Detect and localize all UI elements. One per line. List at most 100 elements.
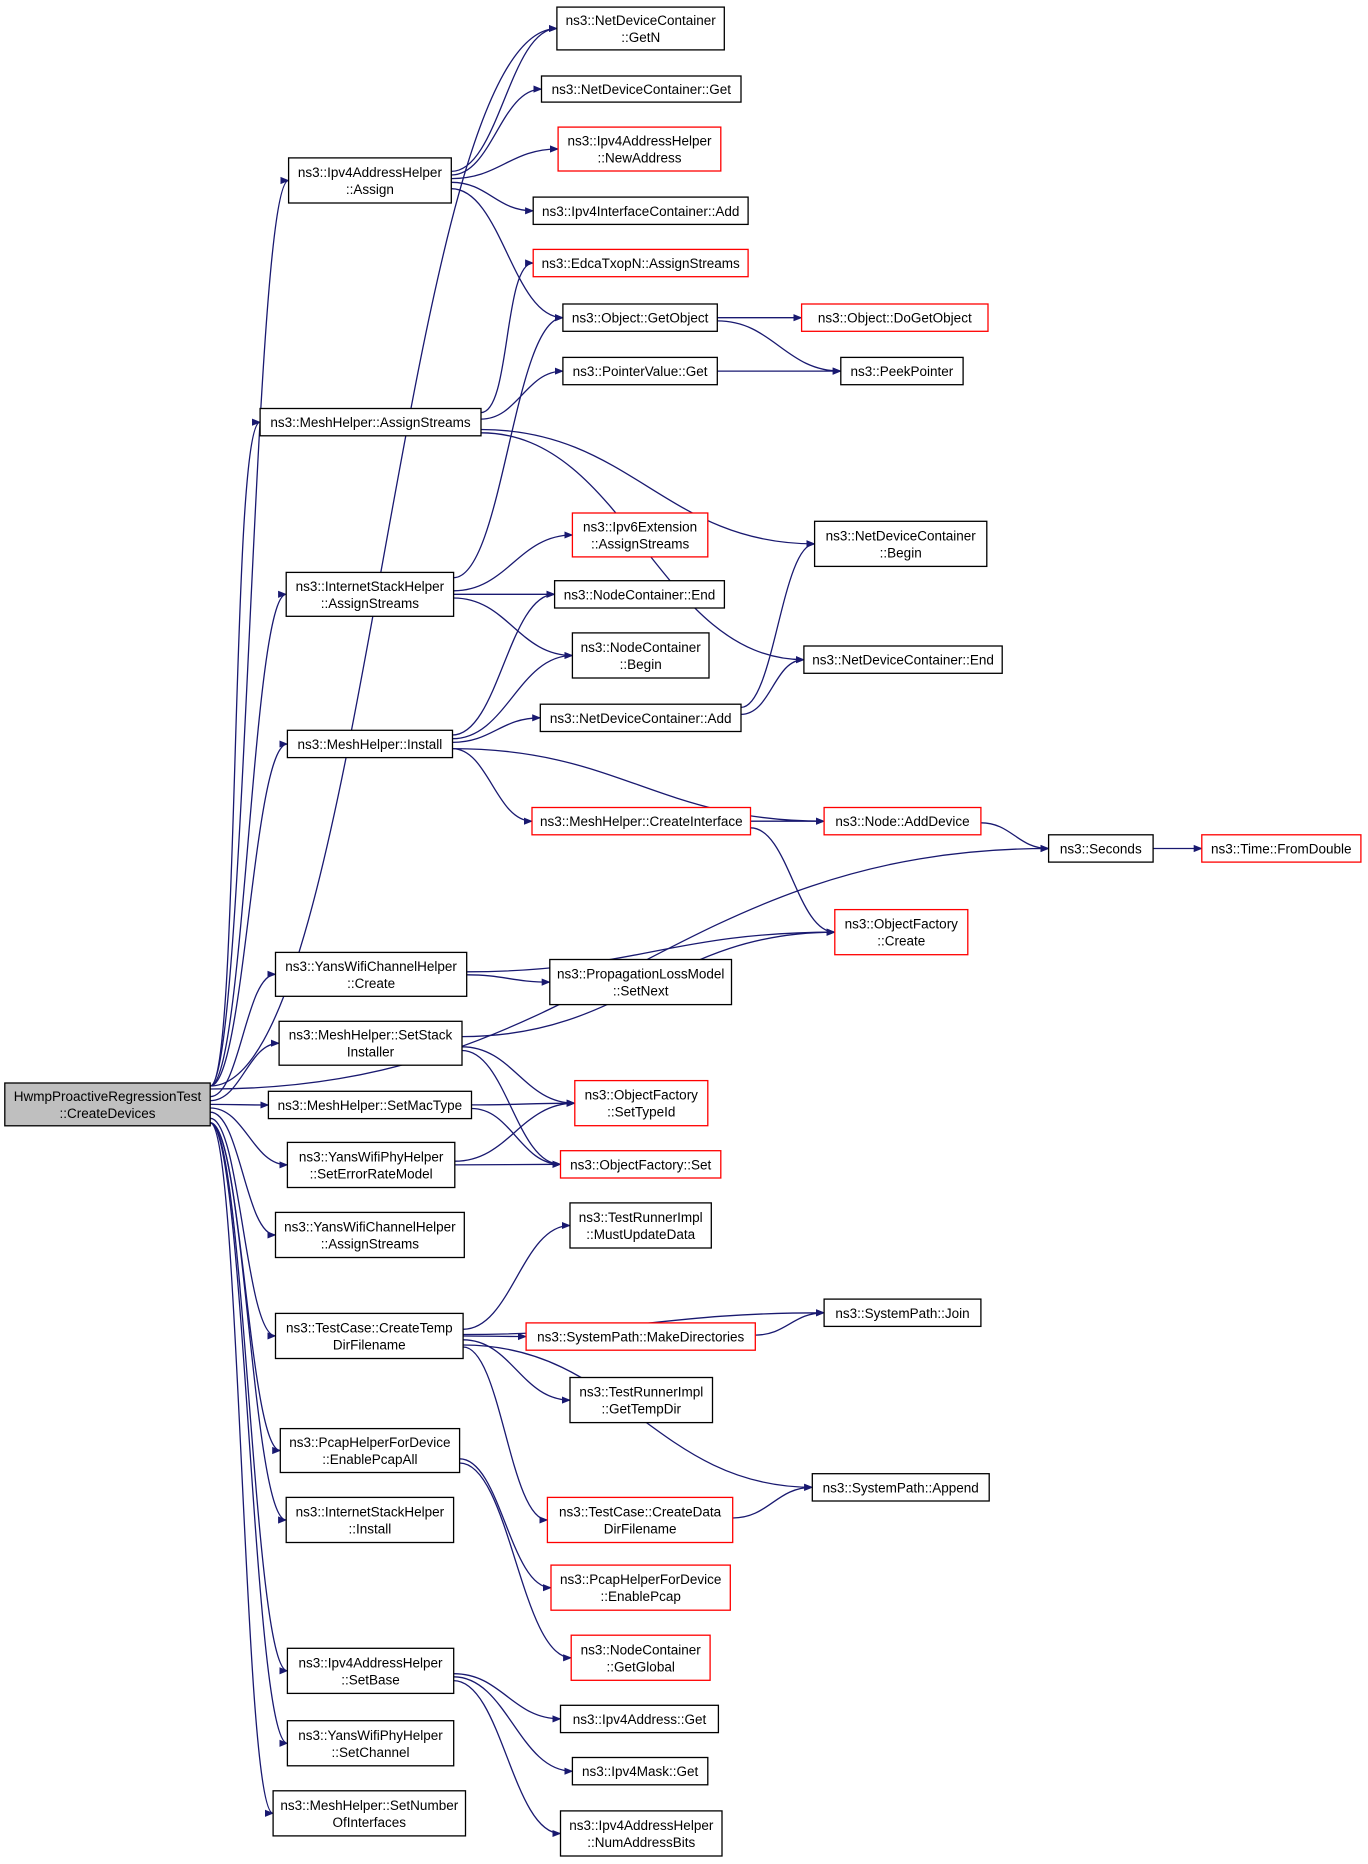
node-pv-get[interactable]: ns3::PointerValue::Get [562, 356, 718, 386]
edge-root-to-mh_setnumif [209, 1122, 274, 1817]
node-label-line: ns3::Object::GetObject [572, 311, 709, 326]
node-ywph-seterm[interactable]: ns3::YansWifiPhyHelper::SetErrorRateMode… [286, 1141, 456, 1189]
node-tri-gettempdir[interactable]: ns3::TestRunnerImpl::GetTempDir [569, 1376, 714, 1424]
edge-ipv4ah_setbase-to-ipv4ah_numbits [453, 1679, 562, 1838]
node-root[interactable]: HwmpProactiveRegressionTest::CreateDevic… [4, 1082, 211, 1127]
node-ipv6ext[interactable]: ns3::Ipv6Extension::AssignStreams [571, 512, 709, 558]
edge-layer [209, 24, 1203, 1838]
node-label-line: ns3::YansWifiChannelHelper [284, 1220, 456, 1235]
node-ish-assignstreams[interactable]: ns3::InternetStackHelper::AssignStreams [285, 571, 455, 617]
node-label-line: ns3::YansWifiPhyHelper [298, 1728, 443, 1743]
edge-root-to-ywph_setchannel [209, 1122, 289, 1747]
node-label-line: ::AssignStreams [321, 596, 420, 611]
node-edca[interactable]: ns3::EdcaTxopN::AssignStreams [532, 248, 749, 278]
node-ipv4ah-assign[interactable]: ns3::Ipv4AddressHelper::Assign [287, 157, 452, 204]
node-sp-makedirs[interactable]: ns3::SystemPath::MakeDirectories [525, 1322, 756, 1351]
node-ndc-end[interactable]: ns3::NetDeviceContainer::End [803, 645, 1003, 674]
node-box [571, 1756, 709, 1786]
node-node-adddevice[interactable]: ns3::Node::AddDevice [823, 806, 982, 836]
node-ywch-create[interactable]: ns3::YansWifiChannelHelper::Create [274, 951, 468, 997]
node-label-line: ns3::MeshHelper::SetNumber [280, 1798, 458, 1813]
node-label-line: ns3::TestRunnerImpl [579, 1210, 703, 1225]
node-mh-createif[interactable]: ns3::MeshHelper::CreateInterface [531, 806, 752, 836]
node-box [267, 1090, 473, 1120]
node-ndc-begin[interactable]: ns3::NetDeviceContainer::Begin [813, 520, 988, 568]
node-box [803, 645, 1003, 674]
node-nc-end[interactable]: ns3::NodeContainer::End [553, 580, 726, 609]
node-ndc-get[interactable]: ns3::NetDeviceContainer::Get [540, 75, 742, 103]
node-obj-dogetobj[interactable]: ns3::Object::DoGetObject [800, 303, 989, 332]
node-ipv4mask-get[interactable]: ns3::Ipv4Mask::Get [571, 1756, 709, 1786]
node-of-set[interactable]: ns3::ObjectFactory::Set [559, 1150, 722, 1179]
node-label-line: ns3::NodeContainer::End [564, 587, 716, 602]
node-plm-setnext[interactable]: ns3::PropagationLossModel::SetNext [549, 958, 733, 1006]
node-ndc-add[interactable]: ns3::NetDeviceContainer::Add [539, 703, 742, 733]
node-of-create[interactable]: ns3::ObjectFactory::Create [834, 908, 969, 956]
node-nc-begin[interactable]: ns3::NodeContainer::Begin [571, 632, 710, 679]
edge-tc_createtemp-to-tri_mustupdate [463, 1221, 571, 1330]
node-box [274, 1312, 464, 1360]
node-mh-assignstreams[interactable]: ns3::MeshHelper::AssignStreams [259, 407, 482, 437]
node-obj-getobj[interactable]: ns3::Object::GetObject [562, 303, 718, 332]
node-label-line: ::MustUpdateData [586, 1227, 695, 1242]
node-layer: HwmpProactiveRegressionTest::CreateDevic… [4, 6, 1362, 1857]
edge-root-to-ndc_getn [210, 24, 558, 1087]
node-box [813, 520, 988, 568]
node-label-line: ns3::TestCase::CreateTemp [286, 1320, 453, 1335]
node-box [286, 729, 454, 759]
node-ipv4addr-get[interactable]: ns3::Ipv4Address::Get [559, 1704, 720, 1734]
edge-ywch_create-to-of_create [466, 928, 836, 973]
node-ndc-getn[interactable]: ns3::NetDeviceContainer::GetN [556, 6, 725, 51]
node-ipv4ah-numbits[interactable]: ns3::Ipv4AddressHelper::NumAddressBits [559, 1810, 723, 1857]
node-time-fromdouble[interactable]: ns3::Time::FromDouble [1201, 834, 1362, 863]
node-label-line: ns3::ObjectFactory::Set [570, 1157, 711, 1172]
node-ish-install[interactable]: ns3::InternetStackHelper::Install [285, 1496, 455, 1544]
node-sp-append[interactable]: ns3::SystemPath::Append [811, 1473, 990, 1502]
node-label-line: ::GetGlobal [607, 1659, 675, 1674]
node-box [285, 571, 455, 617]
node-box [532, 196, 749, 226]
node-box [1201, 834, 1362, 863]
edge-root-to-ywph_seterm [210, 1107, 289, 1169]
node-tri-mustupdate[interactable]: ns3::TestRunnerImpl::MustUpdateData [569, 1202, 712, 1249]
node-label-line: ::EnablePcap [601, 1589, 681, 1604]
node-label-line: ns3::ObjectFactory [845, 917, 959, 932]
edge-root-to-ipv4ah_assign [209, 177, 290, 1087]
node-box [823, 1298, 982, 1328]
node-sp-join[interactable]: ns3::SystemPath::Join [823, 1298, 982, 1328]
node-label-line: ns3::NetDeviceContainer [826, 528, 977, 543]
node-label-line: ns3::SystemPath::Join [835, 1306, 969, 1321]
node-box [272, 1790, 467, 1837]
node-peekpointer[interactable]: ns3::PeekPointer [840, 356, 964, 386]
node-seconds[interactable]: ns3::Seconds [1047, 834, 1154, 863]
edge-node_adddevice-to-seconds [980, 822, 1050, 853]
node-box [531, 806, 752, 836]
node-ipv4ah-newaddr[interactable]: ns3::Ipv4AddressHelper::NewAddress [557, 126, 722, 172]
edge-ipv4ah_assign-to-ndc_get [451, 85, 543, 176]
edge-root-to-tc_createtemp [210, 1117, 277, 1340]
edge-root-to-ish_assignstreams [209, 590, 288, 1087]
node-mh-install[interactable]: ns3::MeshHelper::Install [286, 729, 454, 759]
node-label-line: ns3::PcapHelperForDevice [289, 1435, 450, 1450]
node-ywch-assignstreams[interactable]: ns3::YansWifiChannelHelper::AssignStream… [274, 1211, 465, 1259]
edge-ipv4ah_setbase-to-ipv4addr_get [453, 1673, 562, 1723]
node-phfd-enable[interactable]: ns3::PcapHelperForDevice::EnablePcap [550, 1564, 731, 1611]
node-of-settypeid[interactable]: ns3::ObjectFactory::SetTypeId [574, 1079, 709, 1127]
node-ipv4ah-setbase[interactable]: ns3::Ipv4AddressHelper::SetBase [286, 1647, 455, 1695]
node-box [559, 1810, 723, 1857]
edge-root-to-ywch_assignstreams [210, 1111, 277, 1239]
node-ywph-setchannel[interactable]: ns3::YansWifiPhyHelper::SetChannel [286, 1720, 455, 1767]
node-nc-getglobal[interactable]: ns3::NodeContainer::GetGlobal [570, 1634, 711, 1681]
node-ipv4ic-add[interactable]: ns3::Ipv4InterfaceContainer::Add [532, 196, 749, 226]
node-mh-setmactype[interactable]: ns3::MeshHelper::SetMacType [267, 1090, 473, 1120]
node-label-line: ns3::ObjectFactory [585, 1088, 699, 1103]
node-label-line: DirFilename [604, 1522, 677, 1537]
node-phfd-enableall[interactable]: ns3::PcapHelperForDevice::EnablePcapAll [279, 1427, 461, 1474]
node-box [532, 248, 749, 278]
node-label-line: ns3::YansWifiChannelHelper [285, 959, 457, 974]
node-label-line: ::Install [349, 1522, 392, 1537]
